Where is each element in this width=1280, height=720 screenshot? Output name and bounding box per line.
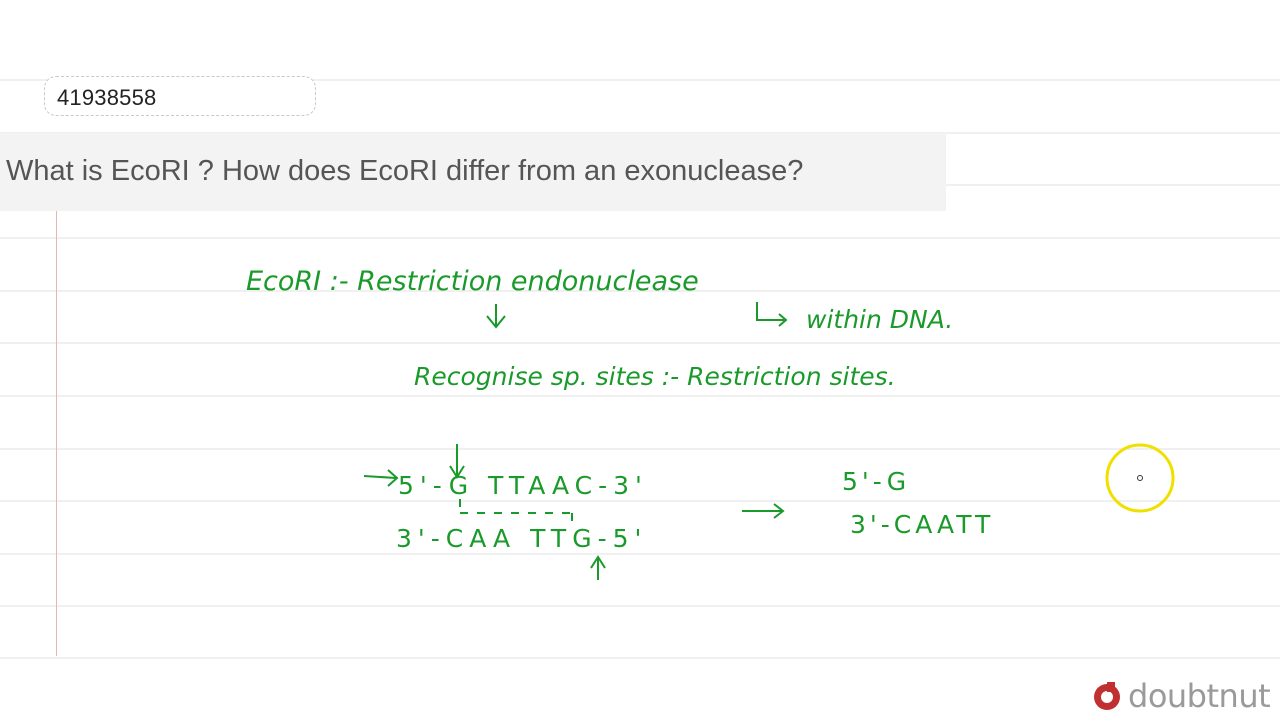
cursor-highlight (1105, 443, 1175, 513)
question-banner: What is EcoRI ? How does EcoRI differ fr… (0, 133, 946, 211)
down-arrow-icon (486, 304, 506, 329)
top-strand: 5'-G TTAAC-3' (398, 471, 648, 500)
doubtnut-logo-text: doubtnut (1128, 677, 1271, 715)
reaction-arrow-icon (742, 503, 785, 519)
margin-line (56, 210, 57, 656)
question-id-box: 41938558 (44, 76, 316, 116)
product-bottom-strand: 3'-CAATT (850, 510, 994, 539)
doubtnut-logo-icon (1094, 682, 1120, 710)
product-top-strand: 5'-G (842, 467, 910, 496)
hook-arrow-icon (756, 302, 788, 327)
doubtnut-logo: doubtnut (1090, 676, 1271, 716)
question-id: 41938558 (57, 85, 157, 110)
cut-guide-dashes (459, 499, 573, 528)
bottom-strand: 3'-CAA TTG-5' (396, 524, 647, 553)
note-recognise-line: Recognise sp. sites :- Restriction sites… (414, 362, 896, 391)
note-within-dna: within DNA. (806, 305, 953, 334)
cut-arrow-top-icon (449, 444, 465, 479)
question-text: What is EcoRI ? How does EcoRI differ fr… (6, 155, 804, 187)
note-ecori-line: EcoRI :- Restriction endonuclease (246, 266, 699, 297)
pointer-arrow-icon (363, 469, 399, 487)
cut-arrow-bottom-icon (590, 555, 606, 580)
